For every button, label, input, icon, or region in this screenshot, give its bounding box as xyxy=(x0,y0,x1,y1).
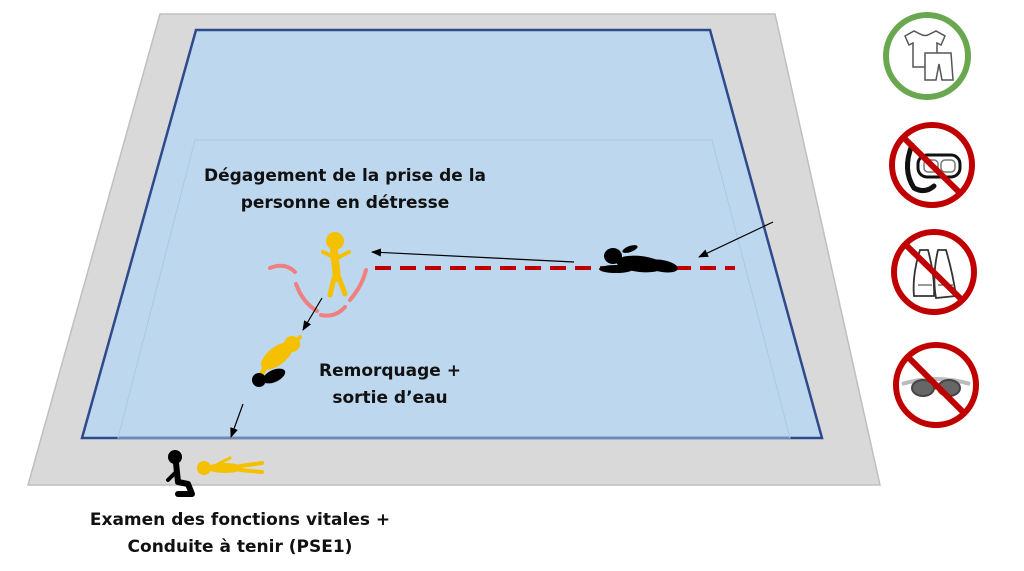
label-degagement-line-2: personne en détresse xyxy=(240,193,450,213)
label-remorquage: Remorquage + sortie d’eau xyxy=(300,358,480,412)
label-examen-line-1: Examen des fonctions vitales + xyxy=(89,510,391,530)
arrow-approach-in xyxy=(698,221,774,258)
deck-victim-figure xyxy=(166,450,195,497)
rescuer-figure-standing xyxy=(321,232,351,298)
victim-figure xyxy=(599,245,678,273)
fins-icon xyxy=(891,229,977,315)
snorkel-mask-icon xyxy=(889,122,975,208)
pool-floor-outline xyxy=(117,139,791,439)
towing-figures xyxy=(252,335,302,387)
label-degagement-line-1: Dégagement de la prise de la xyxy=(203,166,487,186)
deck-rescuer-figure xyxy=(197,456,264,475)
label-examen: Examen des fonctions vitales + Conduite … xyxy=(60,507,420,561)
arrow-to-tow xyxy=(302,297,323,331)
label-degagement: Dégagement de la prise de la personne en… xyxy=(180,163,510,217)
label-examen-line-2: Conduite à tenir (PSE1) xyxy=(127,537,353,557)
arrow-to-release xyxy=(371,248,575,263)
tshirt-shorts-icon xyxy=(883,12,971,100)
pool-water xyxy=(80,28,824,440)
goggles-icon xyxy=(893,342,979,428)
label-remorquage-line-1: Remorquage + xyxy=(318,361,461,381)
label-remorquage-line-2: sortie d’eau xyxy=(332,388,448,408)
arrow-to-exit xyxy=(230,403,244,438)
